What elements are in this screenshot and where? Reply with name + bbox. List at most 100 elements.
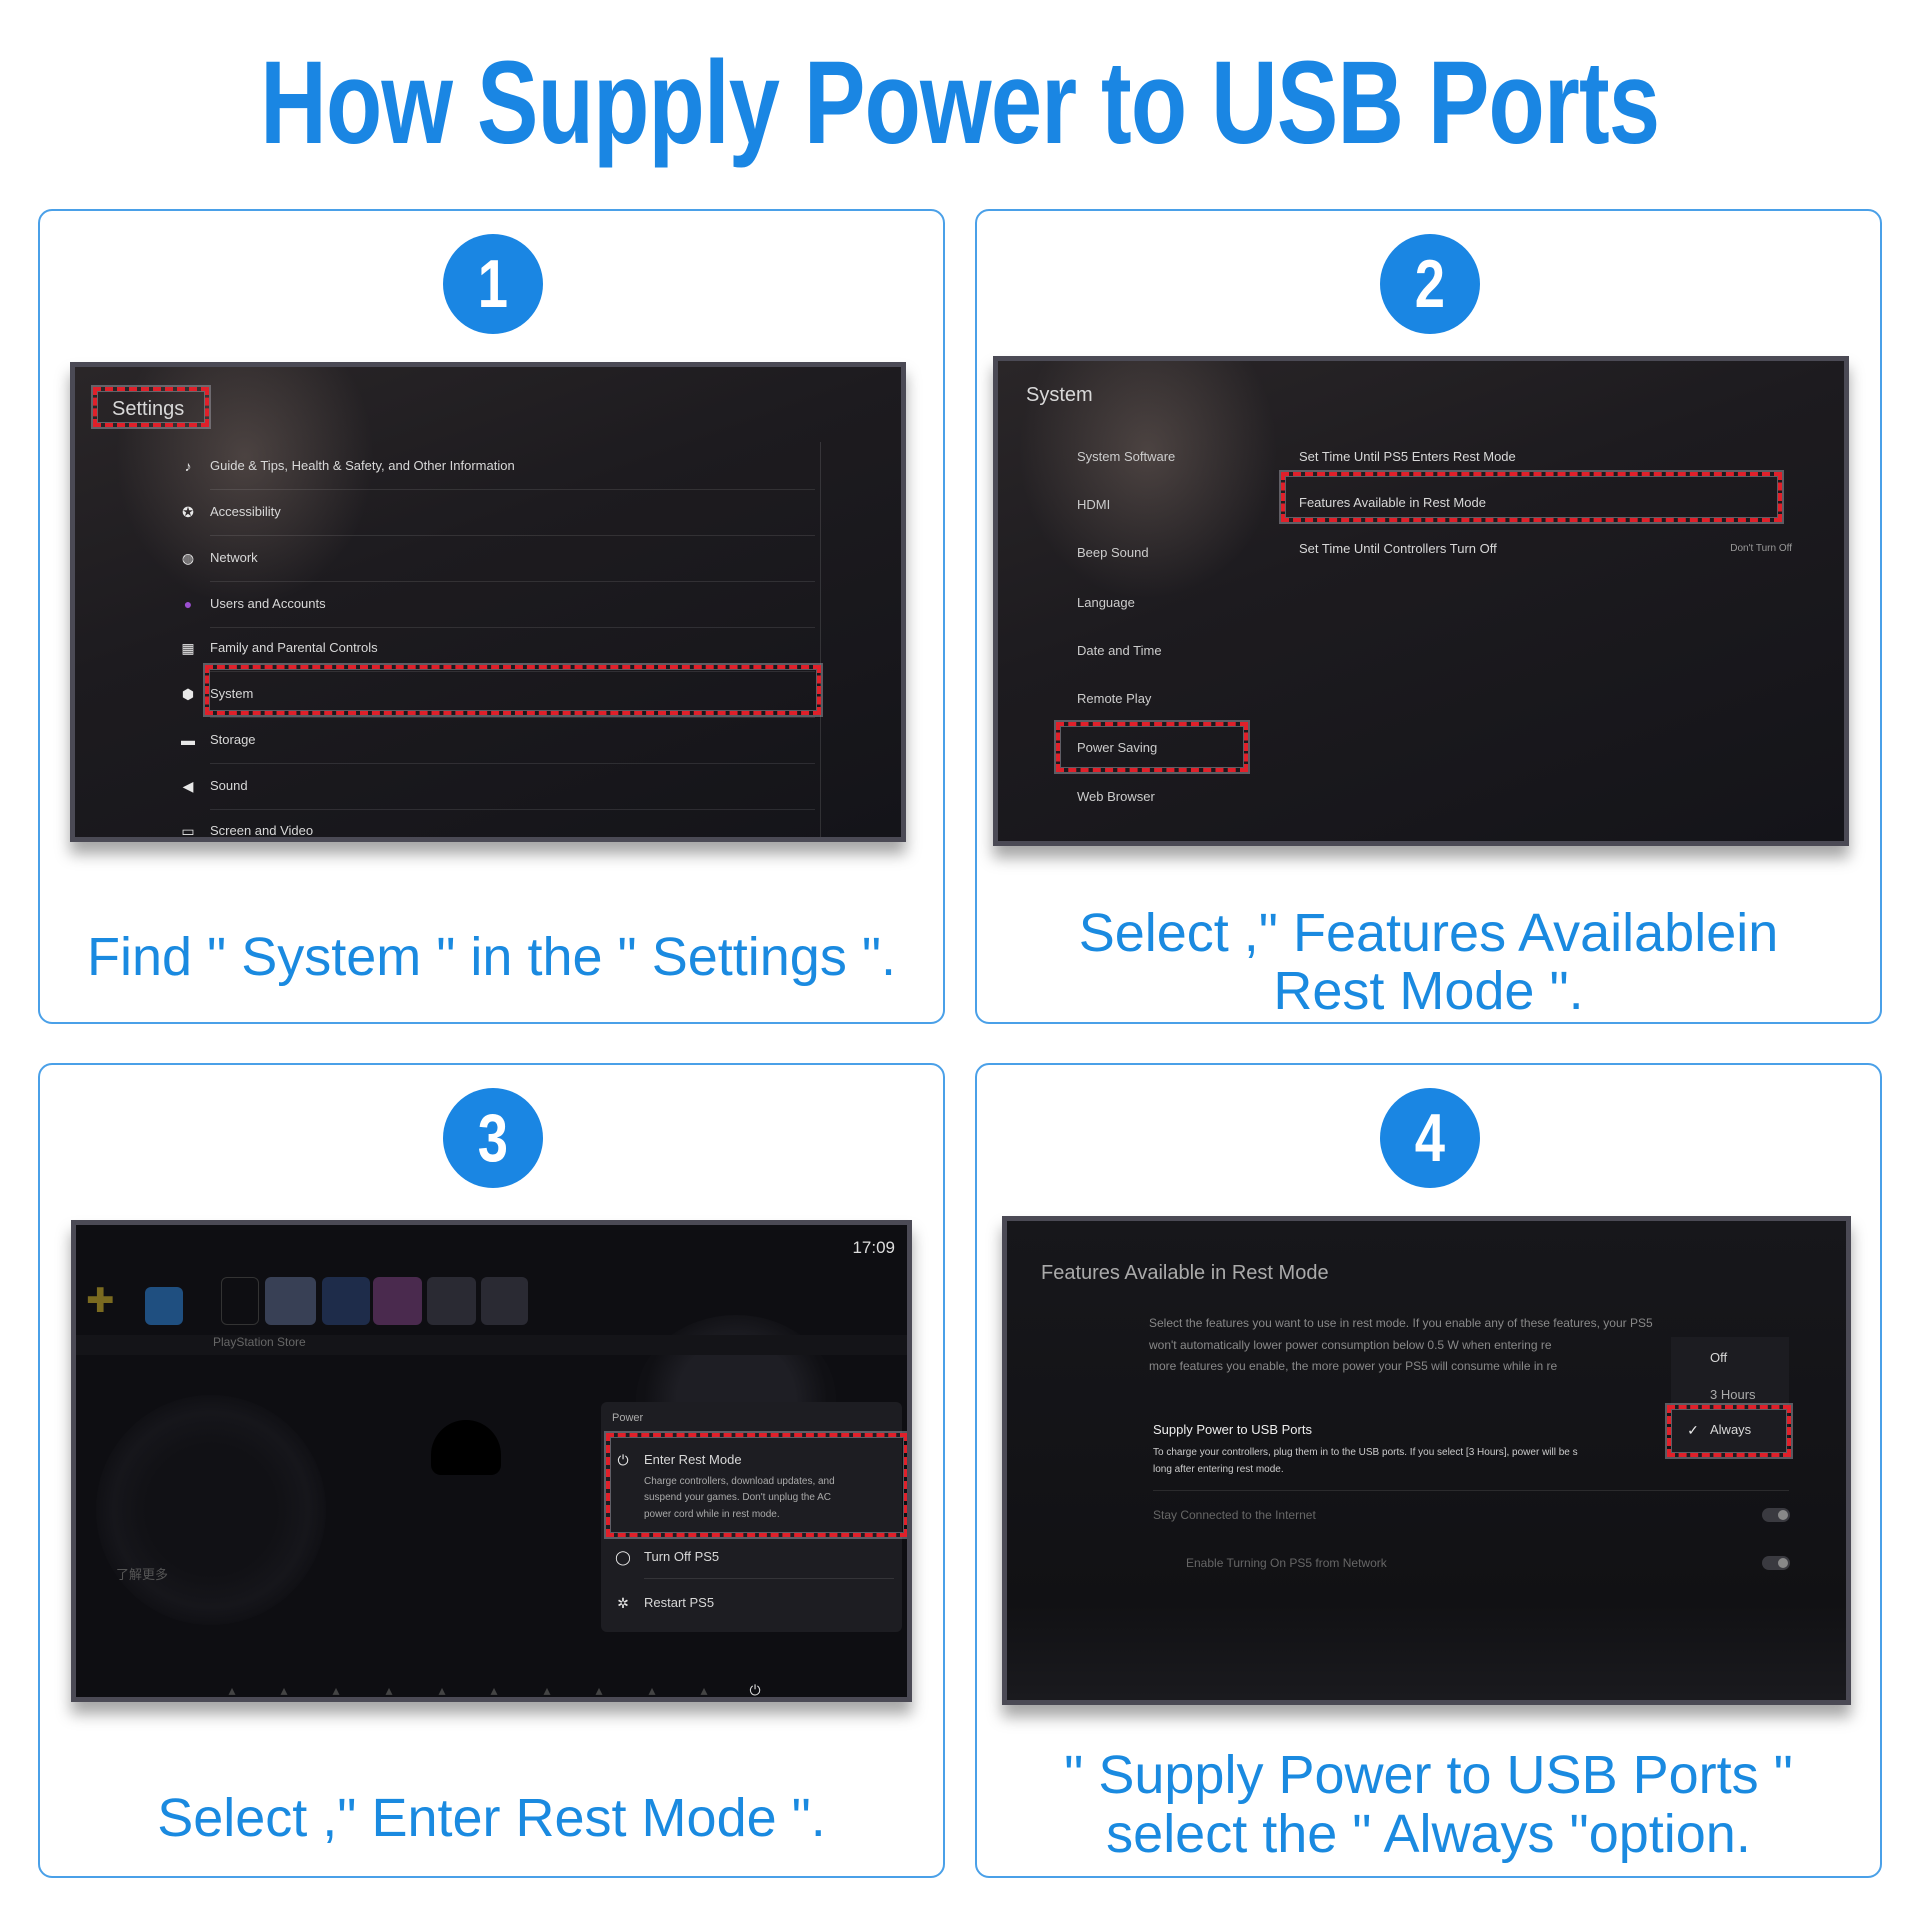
dropdown-option-selected[interactable]: Always xyxy=(1710,1422,1752,1437)
setting-description: long after entering rest mode. xyxy=(1153,1464,1284,1475)
system-menu-item[interactable]: HDMI xyxy=(1077,497,1111,512)
playstation-store-icon[interactable] xyxy=(145,1287,183,1325)
family-icon: ▦ xyxy=(181,639,195,656)
power-menu-item[interactable]: Turn Off PS5 xyxy=(644,1549,720,1564)
accessibility-icon: ✪ xyxy=(182,503,194,520)
accessibility-icon[interactable]: ▴ xyxy=(648,1681,656,1698)
step-number-badge: 2 xyxy=(1380,234,1480,334)
network-icon: ◍ xyxy=(181,549,195,566)
item-description: power cord while in rest mode. xyxy=(644,1509,780,1520)
toggle-label: Enable Turning On PS5 from Network xyxy=(1186,1556,1387,1570)
step-caption-line-2: Rest Mode ". xyxy=(1273,961,1584,1021)
settings-item[interactable]: Screen and Video xyxy=(210,823,314,838)
system-option[interactable]: Set Time Until Controllers Turn Off xyxy=(1299,541,1497,556)
power-menu-item[interactable]: Enter Rest Mode xyxy=(644,1452,742,1467)
step-caption-line-2: select the " Always "option. xyxy=(1106,1804,1751,1864)
sound-icon[interactable]: ▴ xyxy=(543,1681,551,1698)
clock: 17:09 xyxy=(852,1238,895,1257)
usb-power-dropdown[interactable] xyxy=(1671,1337,1789,1457)
description-line: more features you enable, the more power… xyxy=(1149,1359,1558,1373)
system-option[interactable]: Set Time Until PS5 Enters Rest Mode xyxy=(1299,449,1516,464)
settings-screen: Settings ♪ Guide & Tips, Health & Safety,… xyxy=(70,362,906,842)
system-menu-item[interactable]: Date and Time xyxy=(1077,643,1162,658)
settings-item[interactable]: Guide & Tips, Health & Safety, and Other… xyxy=(210,458,515,473)
features-rest-mode-highlight xyxy=(1281,472,1782,522)
settings-item[interactable]: Sound xyxy=(210,778,248,793)
step-caption-line-1: " Supply Power to USB Ports " xyxy=(1064,1745,1793,1805)
media-tile[interactable] xyxy=(221,1277,259,1325)
power-menu-heading: Power xyxy=(612,1412,644,1424)
dropdown-option[interactable]: 3 Hours xyxy=(1710,1387,1756,1402)
step-number-badge: 3 xyxy=(443,1088,543,1188)
system-menu-item[interactable]: Remote Play xyxy=(1077,691,1152,706)
game-tile[interactable] xyxy=(265,1277,316,1325)
setting-label[interactable]: Supply Power to USB Ports xyxy=(1153,1422,1312,1437)
game-tile[interactable] xyxy=(322,1277,370,1325)
description-line: won't automatically lower power consumpt… xyxy=(1149,1338,1552,1352)
option-value: Don't Turn Off xyxy=(1730,543,1792,554)
checkmark-icon: ✓ xyxy=(1687,1421,1699,1438)
dropdown-option[interactable]: Off xyxy=(1710,1350,1728,1365)
mic-icon[interactable]: ▴ xyxy=(595,1681,603,1698)
power-menu xyxy=(601,1402,902,1632)
stay-connected-toggle[interactable] xyxy=(1762,1508,1790,1522)
power-icon[interactable]: ⏻ xyxy=(749,1681,761,1698)
network-power-on-toggle[interactable] xyxy=(1762,1556,1790,1570)
step-number-badge: 1 xyxy=(443,234,543,334)
restart-icon: ✲ xyxy=(617,1594,629,1611)
download-icon[interactable]: ▴ xyxy=(490,1681,498,1698)
page-title: How Supply Power to USB Ports xyxy=(260,37,1660,169)
library-icon[interactable]: ▴ xyxy=(280,1681,288,1698)
power-off-icon: ◯ xyxy=(615,1548,631,1565)
item-description: suspend your games. Don't unplug the AC xyxy=(644,1492,832,1503)
home-icon[interactable]: ▴ xyxy=(228,1681,236,1698)
step-number-badge: 4 xyxy=(1380,1088,1480,1188)
system-menu-item[interactable]: Power Saving xyxy=(1077,740,1158,755)
always-highlight xyxy=(1667,1405,1791,1457)
power-saving-highlight xyxy=(1056,722,1248,772)
settings-highlight xyxy=(93,387,209,427)
controller-tile[interactable] xyxy=(427,1277,476,1325)
settings-item[interactable]: Accessibility xyxy=(210,504,281,519)
system-menu-item[interactable]: Beep Sound xyxy=(1077,545,1149,560)
settings-item[interactable]: Storage xyxy=(210,732,256,747)
home-power-screen: 17:09 ✚ PlayStation Store 了解更多 Power ⏻ E… xyxy=(71,1220,912,1702)
enter-rest-mode-highlight xyxy=(606,1433,907,1537)
rest-mode-features-screen: Features Available in Rest Mode Select t… xyxy=(1002,1216,1851,1705)
screen-icon: ▭ xyxy=(181,822,195,839)
system-menu-item[interactable]: System Software xyxy=(1077,449,1176,464)
system-menu-item[interactable]: Web Browser xyxy=(1077,789,1155,804)
power-menu-item[interactable]: Restart PS5 xyxy=(644,1595,715,1610)
settings-item[interactable]: System xyxy=(210,686,254,701)
store-label: PlayStation Store xyxy=(213,1335,306,1349)
storage-icon: ▬ xyxy=(181,732,195,748)
step-caption-line-1: Select ," Features Availablein xyxy=(1078,903,1779,963)
step-caption: Select ," Enter Rest Mode ". xyxy=(157,1788,826,1848)
settings-item[interactable]: Family and Parental Controls xyxy=(210,640,378,655)
game-library-tile[interactable] xyxy=(481,1277,528,1325)
system-highlight xyxy=(205,665,821,715)
system-menu-item[interactable]: Language xyxy=(1077,595,1135,610)
step-caption: Find " System " in the " Settings ". xyxy=(87,927,896,987)
game-base-icon[interactable]: ▴ xyxy=(385,1681,393,1698)
profile-icon[interactable]: ▴ xyxy=(700,1681,708,1698)
music-icon[interactable]: ▴ xyxy=(438,1681,446,1698)
system-icon: ⬢ xyxy=(181,685,195,702)
settings-item[interactable]: Network xyxy=(210,550,258,565)
user-avatar-icon: ● xyxy=(183,596,193,612)
screen-heading: Features Available in Rest Mode xyxy=(1041,1262,1329,1284)
power-icon: ⏻ xyxy=(617,1451,629,1468)
toggle-label: Stay Connected to the Internet xyxy=(1153,1508,1316,1522)
game-tile[interactable] xyxy=(373,1277,422,1325)
notification-icon[interactable]: ▴ xyxy=(332,1681,340,1698)
settings-item[interactable]: Users and Accounts xyxy=(210,596,326,611)
speaker-icon: ◀ xyxy=(182,777,194,794)
screen-heading: Settings xyxy=(112,398,185,420)
item-description: Charge controllers, download updates, an… xyxy=(644,1476,835,1487)
system-option[interactable]: Features Available in Rest Mode xyxy=(1299,495,1486,510)
playstation-logo-icon xyxy=(431,1420,501,1475)
screen-heading: System xyxy=(1026,384,1093,406)
guide-icon: ♪ xyxy=(184,458,192,474)
side-text: 了解更多 xyxy=(116,1567,169,1582)
